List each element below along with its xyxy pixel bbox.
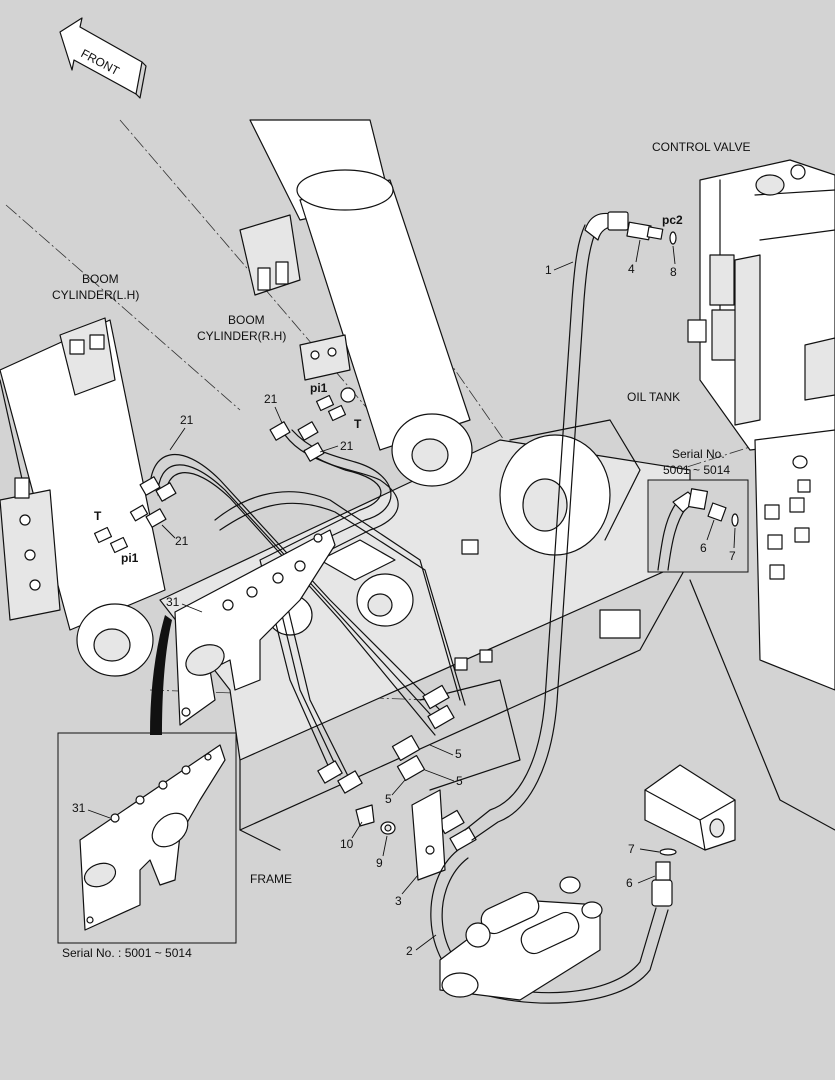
lower-block bbox=[644, 764, 736, 851]
label-port-pc2: pc2 bbox=[662, 213, 683, 227]
bolt-10-washer-9 bbox=[355, 804, 396, 835]
callout-21-d: 21 bbox=[175, 534, 189, 548]
rh-port-block bbox=[299, 334, 351, 381]
callout-7-lower: 7 bbox=[628, 842, 635, 856]
frame-block bbox=[599, 609, 641, 639]
callout-21-b: 21 bbox=[264, 392, 278, 406]
callout-3: 3 bbox=[395, 894, 402, 908]
fittings-21 bbox=[93, 394, 347, 554]
label-frame: FRAME bbox=[250, 872, 292, 886]
callout-21-a: 21 bbox=[180, 413, 194, 427]
label-port-t-rh: T bbox=[354, 417, 362, 431]
label-port-pi1-lh: pi1 bbox=[121, 551, 139, 565]
callout-8: 8 bbox=[670, 265, 677, 279]
label-port-pi1-rh: pi1 bbox=[310, 381, 328, 395]
serial-inset-line1: Serial No. bbox=[672, 447, 725, 461]
bracket-3 bbox=[411, 789, 446, 881]
callout-5-c: 5 bbox=[385, 792, 392, 806]
callout-31: 31 bbox=[166, 595, 180, 609]
boom-cylinder-rh bbox=[239, 119, 473, 487]
callout-9: 9 bbox=[376, 856, 383, 870]
label-oil-tank: OIL TANK bbox=[627, 390, 680, 404]
bracket-31 bbox=[174, 529, 336, 726]
callout-1: 1 bbox=[545, 263, 552, 277]
control-valve bbox=[687, 159, 835, 451]
label-port-t-lh: T bbox=[94, 509, 102, 523]
callout-31-inset: 31 bbox=[72, 801, 86, 815]
serial-bottom-label: Serial No. : 5001 ~ 5014 bbox=[62, 946, 192, 960]
lower-valve-assembly bbox=[439, 876, 603, 1001]
callout-5-b: 5 bbox=[456, 774, 463, 788]
serial-inset-bottom: Serial No. : 5001 ~ 5014 bbox=[57, 732, 237, 960]
callout-5-a: 5 bbox=[455, 747, 462, 761]
callout-2: 2 bbox=[406, 944, 413, 958]
tee-fittings-5 bbox=[317, 684, 477, 852]
callout-10: 10 bbox=[340, 837, 354, 851]
o-ring-8 bbox=[669, 231, 677, 245]
label-boom-lh-2: CYLINDER(L.H) bbox=[52, 288, 139, 302]
hose-1 bbox=[464, 211, 629, 841]
adapter-4 bbox=[626, 221, 664, 241]
oil-tank bbox=[689, 429, 835, 831]
label-boom-rh-2: CYLINDER(R.H) bbox=[197, 329, 286, 343]
boom-cylinder-lh bbox=[0, 317, 166, 677]
hose-shadow bbox=[150, 615, 172, 735]
serial-inset-box: Serial No. 5001 ~ 5014 bbox=[647, 447, 749, 573]
callout-6-lower: 6 bbox=[626, 876, 633, 890]
callouts: 1 4 8 21 21 21 21 31 31 5 5 5 10 9 3 2 7… bbox=[72, 239, 736, 958]
label-boom-lh-1: BOOM bbox=[82, 272, 119, 286]
callout-7-inset: 7 bbox=[729, 549, 736, 563]
label-control-valve: CONTROL VALVE bbox=[652, 140, 750, 154]
label-boom-rh-1: BOOM bbox=[228, 313, 265, 327]
o-ring-7-lower bbox=[659, 848, 677, 856]
callout-4: 4 bbox=[628, 262, 635, 276]
callout-21-c: 21 bbox=[340, 439, 354, 453]
callout-6-inset: 6 bbox=[700, 541, 707, 555]
serial-inset-line2: 5001 ~ 5014 bbox=[663, 463, 730, 477]
front-arrow: FRONT bbox=[59, 17, 147, 99]
text-labels: CONTROL VALVE BOOM CYLINDER(L.H) BOOM CY… bbox=[52, 140, 750, 886]
